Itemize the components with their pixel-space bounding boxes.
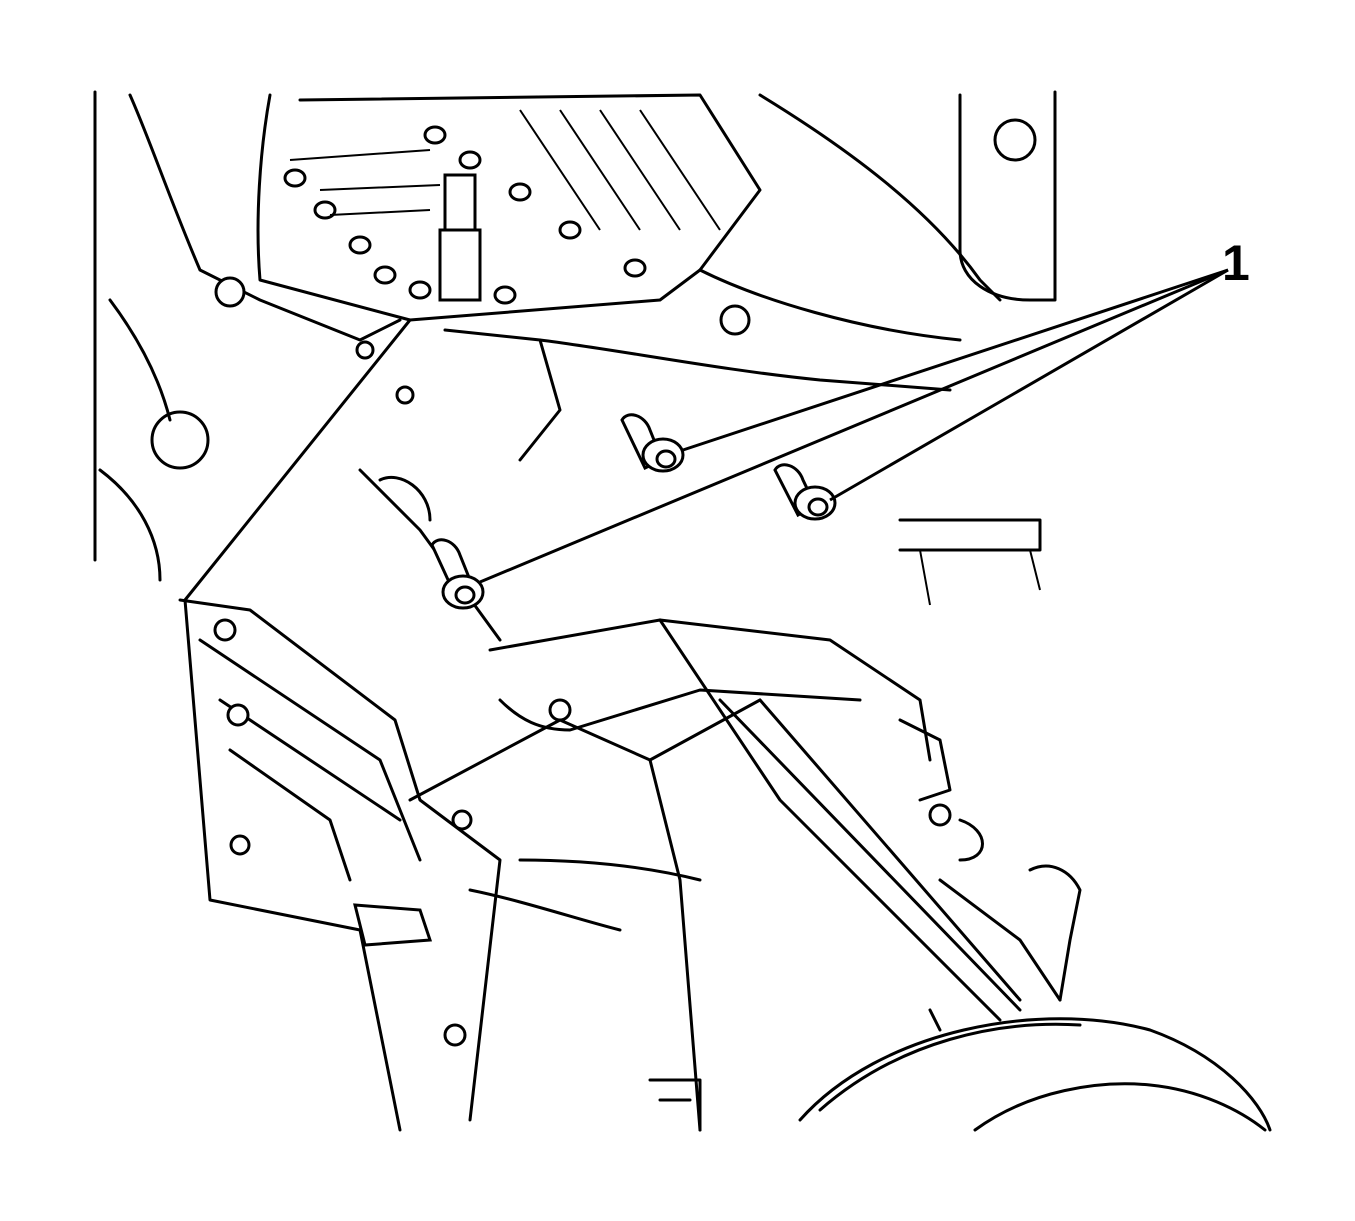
stud-left: [430, 538, 485, 610]
transmission-case: [408, 518, 1082, 1132]
stud-right: [773, 463, 837, 521]
callout-leaders: [479, 268, 1229, 584]
tail-housing: [798, 1008, 1272, 1132]
pan-bolts: [283, 125, 647, 305]
stud-center: [620, 413, 685, 473]
callout-label-1: 1: [1222, 235, 1250, 291]
bell-housing: [178, 318, 952, 1132]
engine-block-outline: [93, 90, 1057, 582]
